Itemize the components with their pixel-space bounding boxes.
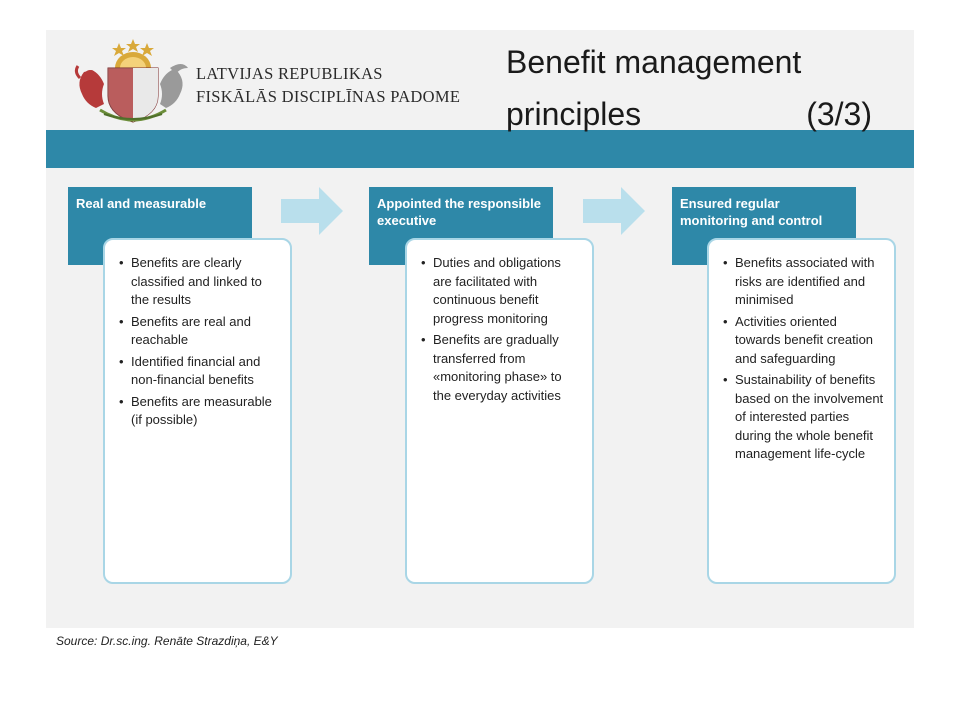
arrow-right-icon bbox=[583, 187, 645, 235]
organization-name: LATVIJAS REPUBLIKAS FISKĀLĀS DISCIPLĪNAS… bbox=[196, 62, 460, 108]
bullet-item: Activities oriented towards benefit crea… bbox=[721, 313, 884, 369]
step-3-heading: Ensured regular monitoring and control bbox=[680, 196, 823, 228]
bullet-item: Duties and obligations are facilitated w… bbox=[419, 254, 582, 328]
title-line2-row: principles (3/3) bbox=[506, 88, 872, 140]
org-name-line1: LATVIJAS REPUBLIKAS bbox=[196, 64, 383, 83]
source-note: Source: Dr.sc.ing. Renāte Strazdiņa, E&Y bbox=[56, 634, 278, 648]
bullet-item: Benefits are clearly classified and link… bbox=[117, 254, 280, 310]
bullet-item: Benefits are gradually transferred from … bbox=[419, 331, 582, 405]
bullet-item: Benefits are measurable (if possible) bbox=[117, 393, 280, 430]
org-name-line2: FISKĀLĀS DISCIPLĪNAS PADOME bbox=[196, 87, 461, 106]
title-line1: Benefit management bbox=[506, 44, 802, 80]
step-2-heading: Appointed the responsible executive bbox=[377, 196, 541, 228]
step-1-bullet-list: Benefits are clearly classified and link… bbox=[117, 254, 280, 430]
title-line2: principles bbox=[506, 96, 642, 132]
step-1-heading: Real and measurable bbox=[76, 196, 207, 211]
step-1-card: Benefits are clearly classified and link… bbox=[103, 238, 292, 584]
header-area bbox=[46, 30, 914, 130]
coat-of-arms-logo bbox=[74, 39, 188, 123]
step-3-bullet-list: Benefits associated with risks are ident… bbox=[721, 254, 884, 464]
bullet-item: Benefits are real and reachable bbox=[117, 313, 280, 350]
title-part-number: (3/3) bbox=[806, 96, 872, 132]
bullet-item: Sustainability of benefits based on the … bbox=[721, 371, 884, 464]
header-band bbox=[46, 130, 914, 168]
step-2-bullet-list: Duties and obligations are facilitated w… bbox=[419, 254, 582, 405]
step-3-card: Benefits associated with risks are ident… bbox=[707, 238, 896, 584]
bullet-item: Identified financial and non-financial b… bbox=[117, 353, 280, 390]
step-2-card: Duties and obligations are facilitated w… bbox=[405, 238, 594, 584]
page-title: Benefit management principles (3/3) bbox=[506, 36, 872, 140]
bullet-item: Benefits associated with risks are ident… bbox=[721, 254, 884, 310]
arrow-right-icon bbox=[281, 187, 343, 235]
